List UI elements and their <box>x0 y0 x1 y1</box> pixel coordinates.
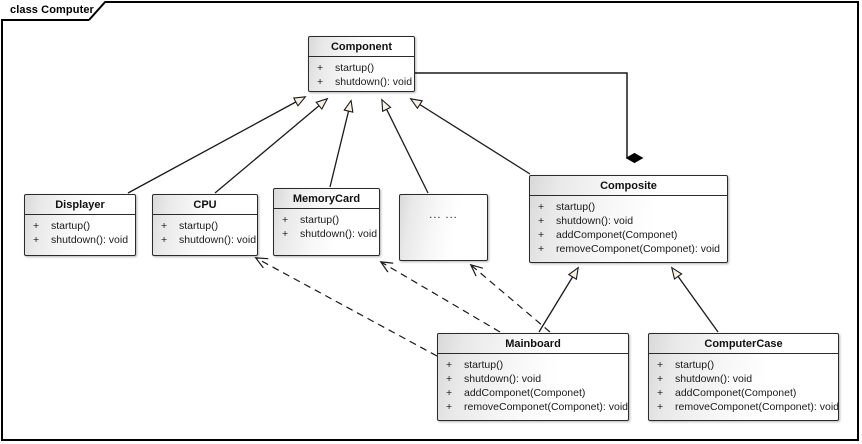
member-signature: startup() <box>335 62 375 74</box>
member-row: + removeComponet(Componet): void <box>530 242 727 256</box>
member-signature: removeComponet(Componet): void <box>675 401 839 413</box>
member-signature: startup() <box>464 359 504 371</box>
frame-title-tab: class Computer <box>1 1 107 21</box>
class-box-computercase[interactable]: ComputerCase + startup() + shutdown(): v… <box>648 333 839 421</box>
member-visibility: + <box>282 214 289 226</box>
class-members-memorycard: + startup() + shutdown(): void <box>274 209 379 245</box>
member-row: + startup() <box>153 219 257 233</box>
member-signature: shutdown(): void <box>179 234 257 246</box>
member-visibility: + <box>33 220 40 232</box>
member-row: + shutdown(): void <box>153 233 257 247</box>
frame-title-label: class Computer <box>10 4 94 16</box>
class-name-computercase: ComputerCase <box>649 334 838 354</box>
member-row: + addComponet(Componet) <box>530 228 727 242</box>
class-members-mainboard: + startup() + shutdown(): void + addComp… <box>438 354 628 418</box>
member-row: + addComponet(Componet) <box>649 386 838 400</box>
member-signature: startup() <box>179 220 219 232</box>
class-members-computercase: + startup() + shutdown(): void + addComp… <box>649 354 839 418</box>
member-visibility: + <box>538 215 545 227</box>
member-visibility: + <box>161 234 168 246</box>
member-signature: startup() <box>300 214 340 226</box>
member-row: + startup() <box>530 200 727 214</box>
member-row: + startup() <box>25 219 135 233</box>
class-name-component: Component <box>309 37 414 57</box>
member-row: + shutdown(): void <box>438 372 628 386</box>
member-visibility: + <box>538 201 545 213</box>
member-signature: shutdown(): void <box>51 234 129 246</box>
class-box-displayer[interactable]: Displayer + startup() + shutdown(): void <box>24 194 136 256</box>
member-signature: addComponet(Componet) <box>556 229 678 241</box>
member-signature: startup() <box>675 359 715 371</box>
member-row: + shutdown(): void <box>530 214 727 228</box>
member-visibility: + <box>446 359 453 371</box>
member-row: + startup() <box>274 213 379 227</box>
class-name-mainboard: Mainboard <box>438 334 628 354</box>
class-box-cpu[interactable]: CPU + startup() + shutdown(): void <box>152 194 258 256</box>
class-name-composite: Composite <box>530 176 727 196</box>
member-signature: shutdown(): void <box>556 215 634 227</box>
class-name-cpu: CPU <box>153 195 257 215</box>
member-visibility: + <box>446 401 453 413</box>
member-row: + shutdown(): void <box>309 75 414 89</box>
member-visibility: + <box>657 401 664 413</box>
member-row: + shutdown(): void <box>25 233 135 247</box>
class-name-displayer: Displayer <box>25 195 135 215</box>
class-name-memorycard: MemoryCard <box>274 189 379 209</box>
class-box-mainboard[interactable]: Mainboard + startup() + shutdown(): void… <box>437 333 629 421</box>
class-members-component: + startup() + shutdown(): void <box>309 57 414 93</box>
member-row: + shutdown(): void <box>649 372 838 386</box>
member-row: + removeComponet(Componet): void <box>438 400 628 414</box>
member-signature: addComponet(Componet) <box>464 387 586 399</box>
member-row: + startup() <box>649 358 838 372</box>
member-row: + shutdown(): void <box>274 227 379 241</box>
member-signature: shutdown(): void <box>675 373 753 385</box>
member-signature: startup() <box>556 201 596 213</box>
member-signature: removeComponet(Componet): void <box>556 243 720 255</box>
member-signature: shutdown(): void <box>300 228 378 240</box>
class-box-memorycard[interactable]: MemoryCard + startup() + shutdown(): voi… <box>273 188 380 256</box>
member-row: + addComponet(Componet) <box>438 386 628 400</box>
member-signature: startup() <box>51 220 91 232</box>
member-visibility: + <box>317 76 324 88</box>
member-visibility: + <box>161 220 168 232</box>
member-visibility: + <box>538 243 545 255</box>
class-box-ellipsis-placeholder[interactable]: ... ... <box>399 194 488 261</box>
member-visibility: + <box>446 387 453 399</box>
member-visibility: + <box>446 373 453 385</box>
member-visibility: + <box>657 387 664 399</box>
class-box-composite[interactable]: Composite + startup() + shutdown(): void… <box>529 175 728 263</box>
ellipsis-label: ... ... <box>429 209 458 221</box>
member-visibility: + <box>317 62 324 74</box>
member-visibility: + <box>538 229 545 241</box>
member-signature: shutdown(): void <box>464 373 542 385</box>
member-visibility: + <box>282 228 289 240</box>
class-members-composite: + startup() + shutdown(): void + addComp… <box>530 196 727 260</box>
class-members-cpu: + startup() + shutdown(): void <box>153 215 257 251</box>
member-visibility: + <box>657 359 664 371</box>
member-row: + startup() <box>309 61 414 75</box>
member-visibility: + <box>33 234 40 246</box>
member-visibility: + <box>657 373 664 385</box>
member-signature: addComponet(Componet) <box>675 387 797 399</box>
class-box-component[interactable]: Component + startup() + shutdown(): void <box>308 36 415 92</box>
member-row: + removeComponet(Componet): void <box>649 400 839 414</box>
member-row: + startup() <box>438 358 628 372</box>
class-members-displayer: + startup() + shutdown(): void <box>25 215 135 251</box>
frame-tab-diagonal-icon <box>89 1 107 21</box>
member-signature: removeComponet(Componet): void <box>464 401 628 413</box>
member-signature: shutdown(): void <box>335 76 413 88</box>
frame-tab-body <box>1 1 89 21</box>
